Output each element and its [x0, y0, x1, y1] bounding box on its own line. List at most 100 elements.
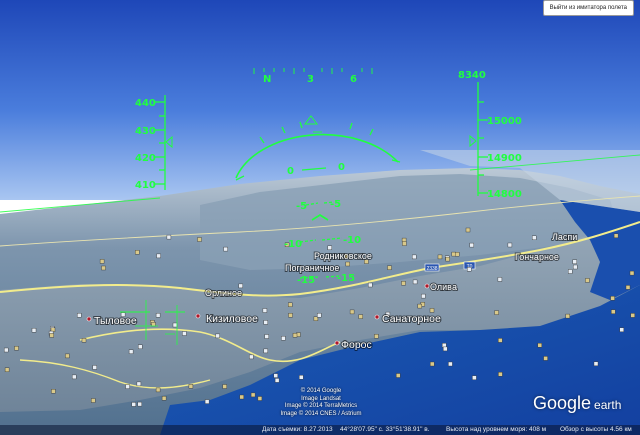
- place-marker-icon[interactable]: [585, 278, 590, 283]
- place-marker-icon[interactable]: [345, 261, 350, 267]
- place-marker-icon[interactable]: [161, 396, 167, 401]
- place-marker-icon[interactable]: [250, 392, 256, 398]
- place-marker-icon[interactable]: [188, 384, 194, 389]
- place-marker-icon[interactable]: [317, 313, 322, 318]
- place-marker-icon[interactable]: [90, 398, 96, 403]
- place-marker-icon[interactable]: [543, 356, 548, 361]
- place-marker-icon[interactable]: [137, 401, 142, 407]
- place-marker-icon[interactable]: [437, 254, 443, 260]
- place-marker-icon[interactable]: [4, 367, 10, 372]
- place-marker-icon[interactable]: [343, 253, 349, 259]
- place-marker-icon[interactable]: [385, 311, 391, 317]
- place-marker-icon[interactable]: [313, 316, 319, 321]
- place-marker-icon[interactable]: [448, 361, 453, 367]
- place-marker-icon[interactable]: [412, 254, 417, 260]
- place-marker-icon[interactable]: [568, 269, 573, 274]
- place-marker-icon[interactable]: [497, 277, 503, 282]
- place-marker-icon[interactable]: [387, 265, 392, 270]
- exit-flight-simulator-button[interactable]: Выйти из имитатора полета: [542, 0, 634, 16]
- place-marker-icon[interactable]: [223, 246, 228, 252]
- place-label-pogranichnoe[interactable]: Пограничное: [284, 262, 340, 274]
- place-marker-icon[interactable]: [565, 313, 570, 319]
- place-marker-icon[interactable]: [257, 396, 263, 401]
- place-marker-icon[interactable]: [467, 267, 472, 272]
- place-marker-icon[interactable]: [92, 365, 97, 370]
- place-marker-icon[interactable]: [215, 333, 220, 339]
- place-marker-icon[interactable]: [156, 253, 161, 259]
- place-marker-icon[interactable]: [263, 320, 268, 325]
- place-marker-icon[interactable]: [593, 361, 599, 366]
- place-marker-icon[interactable]: [374, 334, 379, 339]
- place-marker-icon[interactable]: [49, 333, 54, 338]
- place-marker-icon[interactable]: [197, 237, 202, 242]
- place-marker-icon[interactable]: [155, 313, 161, 318]
- place-marker-icon[interactable]: [31, 328, 37, 333]
- place-marker-icon[interactable]: [137, 344, 143, 349]
- place-marker-icon[interactable]: [135, 250, 140, 255]
- place-marker-icon[interactable]: [101, 265, 106, 271]
- place-marker-icon[interactable]: [172, 322, 178, 328]
- place-marker-icon[interactable]: [402, 241, 407, 246]
- place-label-oliva[interactable]: Оливa: [429, 281, 458, 293]
- place-marker-icon[interactable]: [368, 282, 373, 288]
- place-label-tylovoe[interactable]: Тыловое: [93, 314, 138, 328]
- place-marker-icon[interactable]: [128, 349, 134, 354]
- place-marker-icon[interactable]: [65, 353, 70, 359]
- place-marker-icon[interactable]: [81, 338, 87, 343]
- place-marker-icon[interactable]: [249, 354, 254, 360]
- place-label-sanatornoe[interactable]: Санаторное: [381, 312, 442, 326]
- place-marker-icon[interactable]: [498, 372, 503, 377]
- place-marker-icon[interactable]: [507, 242, 513, 248]
- place-marker-icon[interactable]: [417, 303, 422, 309]
- place-marker-icon[interactable]: [155, 387, 161, 393]
- place-marker-icon[interactable]: [288, 313, 293, 318]
- place-marker-icon[interactable]: [630, 313, 635, 318]
- place-marker-icon[interactable]: [455, 251, 460, 257]
- place-marker-icon[interactable]: [120, 312, 126, 317]
- place-marker-icon[interactable]: [412, 279, 418, 285]
- place-marker-icon[interactable]: [364, 259, 369, 264]
- place-marker-icon[interactable]: [573, 264, 578, 270]
- place-marker-icon[interactable]: [537, 343, 542, 348]
- place-marker-icon[interactable]: [99, 259, 105, 264]
- place-marker-icon[interactable]: [429, 308, 435, 313]
- place-label-orlinoe[interactable]: Орлиное: [204, 287, 243, 299]
- place-marker-icon[interactable]: [239, 394, 244, 400]
- place-marker-icon[interactable]: [445, 256, 450, 262]
- place-marker-icon[interactable]: [204, 399, 210, 404]
- place-marker-icon[interactable]: [136, 381, 142, 387]
- place-marker-icon[interactable]: [611, 309, 616, 314]
- place-marker-icon[interactable]: [629, 270, 635, 276]
- place-label-foros[interactable]: Форос: [340, 338, 373, 352]
- place-marker-icon[interactable]: [358, 314, 363, 319]
- place-marker-icon[interactable]: [166, 234, 172, 240]
- place-marker-icon[interactable]: [421, 293, 426, 299]
- place-marker-icon[interactable]: [498, 338, 503, 343]
- place-marker-icon[interactable]: [572, 259, 577, 264]
- place-label-goncharnoe[interactable]: Гончарное: [514, 251, 560, 263]
- place-label-kizilovoe[interactable]: Кизиловое: [205, 312, 259, 326]
- place-marker-icon[interactable]: [401, 281, 406, 286]
- place-marker-icon[interactable]: [469, 242, 474, 248]
- place-marker-icon[interactable]: [182, 331, 187, 336]
- place-marker-icon[interactable]: [349, 309, 355, 315]
- place-marker-icon[interactable]: [625, 285, 631, 290]
- place-marker-icon[interactable]: [284, 242, 290, 248]
- place-marker-icon[interactable]: [273, 373, 278, 378]
- place-marker-icon[interactable]: [51, 389, 56, 394]
- place-label-laspi[interactable]: Ласпи: [551, 231, 578, 243]
- place-marker-icon[interactable]: [396, 373, 401, 378]
- place-marker-icon[interactable]: [125, 384, 130, 389]
- place-marker-icon[interactable]: [264, 334, 269, 339]
- place-marker-icon[interactable]: [222, 384, 227, 389]
- place-marker-icon[interactable]: [465, 227, 471, 233]
- place-marker-icon[interactable]: [494, 310, 499, 315]
- place-marker-icon[interactable]: [472, 375, 477, 380]
- place-marker-icon[interactable]: [610, 296, 615, 301]
- place-marker-icon[interactable]: [262, 308, 268, 313]
- place-marker-icon[interactable]: [263, 348, 268, 354]
- place-marker-icon[interactable]: [288, 302, 293, 307]
- place-marker-icon[interactable]: [292, 333, 298, 338]
- place-marker-icon[interactable]: [77, 313, 82, 318]
